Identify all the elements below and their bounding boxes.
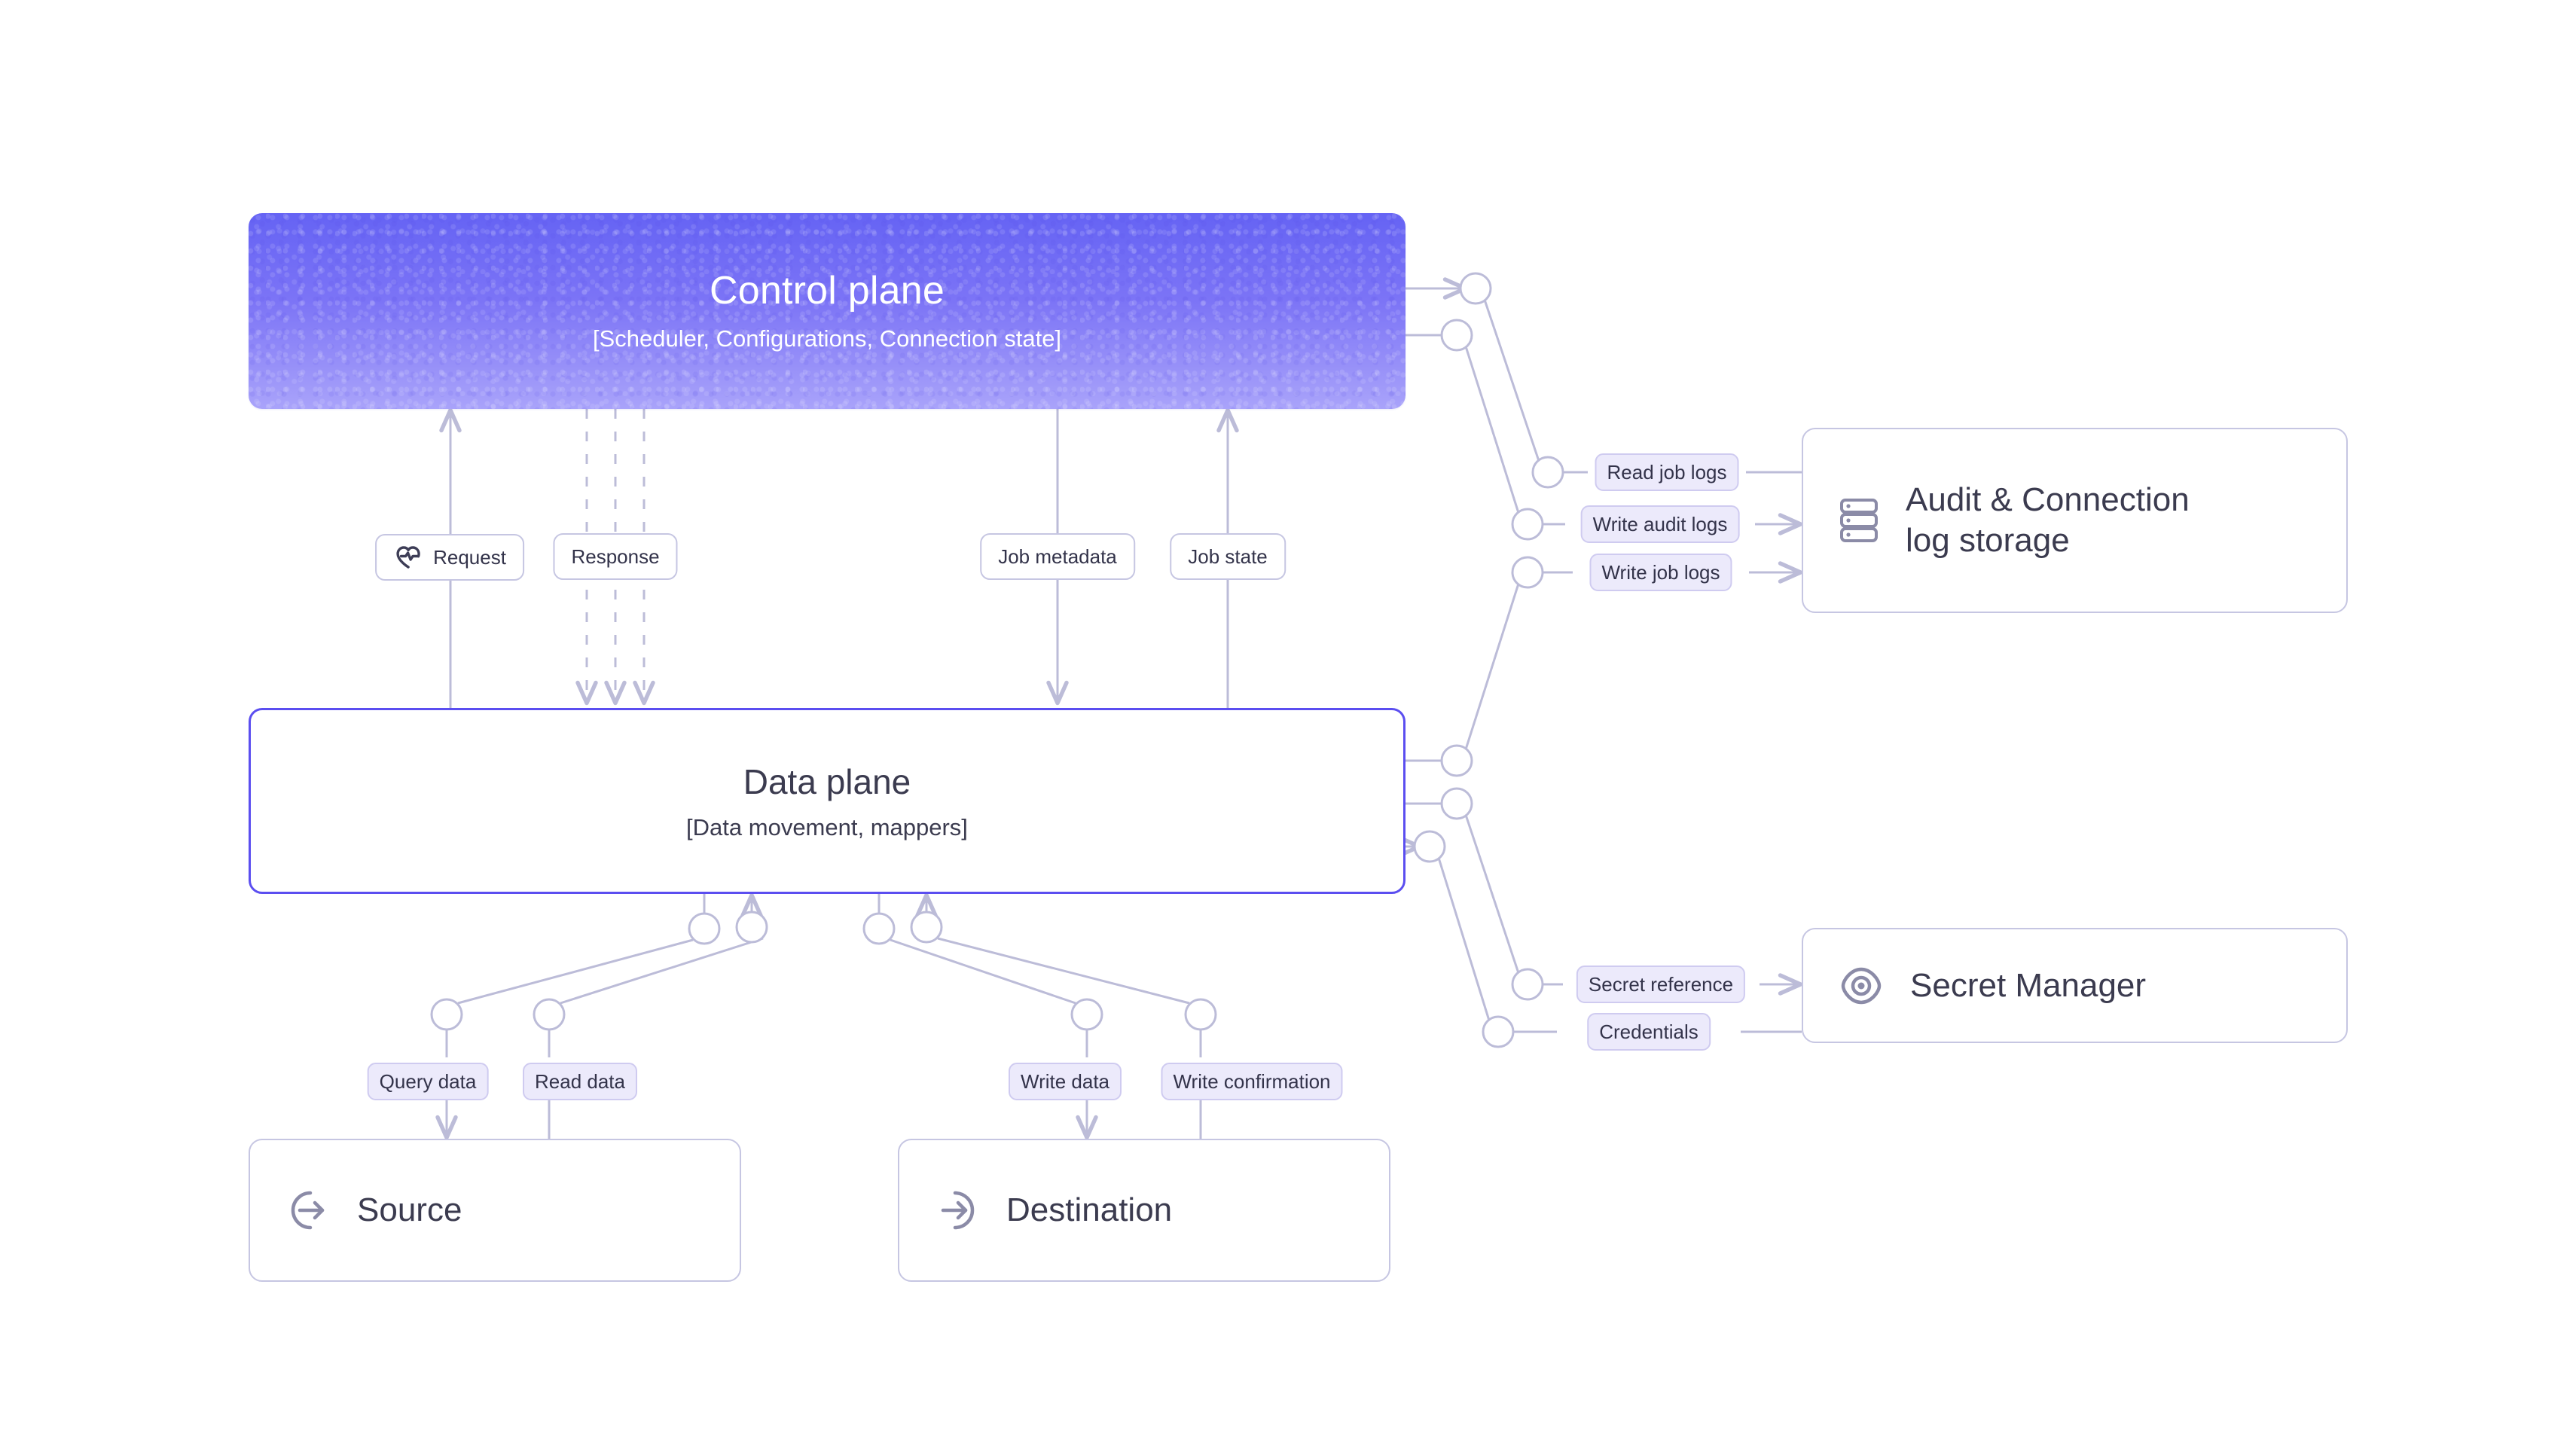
database-server-icon (1840, 499, 1878, 542)
label-request-text: Request (433, 545, 506, 569)
label-read-data-text: Read data (535, 1069, 625, 1093)
label-write-confirmation[interactable]: Write confirmation (1161, 1063, 1343, 1100)
label-write-audit-logs[interactable]: Write audit logs (1580, 505, 1740, 543)
wire-dot (1413, 830, 1446, 863)
source-node[interactable]: Source (249, 1139, 741, 1282)
audit-log-storage-node[interactable]: Audit & Connection log storage (1802, 428, 2348, 613)
data-plane-node[interactable]: Data plane [Data movement, mappers] (249, 708, 1406, 894)
wire-dot (1184, 998, 1217, 1031)
wire-write-audit-b (1464, 346, 1520, 514)
wire-dot (1440, 787, 1473, 820)
wire-dot (1511, 968, 1544, 1001)
data-plane-title: Data plane (743, 761, 911, 801)
arrow-out-circle-icon (291, 1191, 325, 1230)
label-response-text: Response (571, 545, 660, 568)
wire-dot (430, 998, 463, 1031)
wire-dot (1511, 508, 1544, 541)
label-credentials-text: Credentials (1599, 1020, 1699, 1043)
wire-write-job-logs-b (1464, 583, 1520, 750)
wire-credentials-b (1437, 857, 1491, 1021)
wire-read-job-logs-b (1483, 299, 1540, 462)
wire-dot (1440, 744, 1473, 777)
wire-query-data-b (457, 938, 694, 1005)
audit-log-storage-label-line2: log storage (1906, 522, 2070, 559)
label-job-state-text: Job state (1188, 545, 1268, 568)
data-plane-subtitle: [Data movement, mappers] (686, 813, 968, 840)
label-write-job-logs[interactable]: Write job logs (1589, 554, 1732, 591)
label-secret-reference-text: Secret reference (1588, 972, 1734, 996)
wire-dot (688, 912, 721, 945)
secret-manager-label: Secret Manager (1910, 966, 2147, 1004)
secret-manager-node[interactable]: Secret Manager (1802, 928, 2348, 1043)
label-response[interactable]: Response (553, 533, 678, 580)
label-write-data[interactable]: Write data (1008, 1063, 1122, 1100)
label-write-confirmation-text: Write confirmation (1173, 1069, 1331, 1093)
wire-write-confirm-b (937, 937, 1190, 1005)
label-query-data-text: Query data (379, 1069, 477, 1093)
audit-log-storage-label-line1: Audit & Connection (1906, 481, 2190, 519)
destination-node[interactable]: Destination (898, 1139, 1390, 1282)
label-read-data[interactable]: Read data (523, 1063, 637, 1100)
wire-dot (1070, 998, 1103, 1031)
destination-label: Destination (1006, 1191, 1173, 1229)
arrow-in-circle-icon (941, 1191, 975, 1230)
wire-dot (1482, 1015, 1515, 1048)
wire-dot (533, 998, 566, 1031)
wire-dot (1511, 556, 1544, 589)
wire-write-data-b (890, 938, 1076, 1005)
eye-key-icon (1841, 967, 1882, 1004)
label-read-job-logs-text: Read job logs (1607, 460, 1727, 484)
label-query-data[interactable]: Query data (367, 1063, 489, 1100)
control-plane-node[interactable]: Control plane [Scheduler, Configurations… (249, 213, 1406, 409)
source-label: Source (357, 1191, 462, 1229)
label-write-job-logs-text: Write job logs (1601, 560, 1720, 584)
label-secret-reference[interactable]: Secret reference (1576, 966, 1746, 1003)
wire-dot (1440, 319, 1473, 352)
control-plane-title: Control plane (710, 269, 945, 313)
label-job-state[interactable]: Job state (1170, 533, 1286, 580)
label-job-metadata[interactable]: Job metadata (980, 533, 1135, 580)
label-write-data-text: Write data (1020, 1069, 1110, 1093)
label-write-audit-logs-text: Write audit logs (1592, 512, 1728, 535)
control-plane-subtitle: [Scheduler, Configurations, Connection s… (592, 325, 1062, 352)
label-credentials[interactable]: Credentials (1587, 1013, 1711, 1051)
audit-log-storage-label: Audit & Connection log storage (1906, 480, 2190, 560)
label-job-metadata-text: Job metadata (998, 545, 1117, 568)
wire-dot (910, 911, 943, 944)
wire-dot (862, 912, 896, 945)
wire-dot (735, 911, 768, 944)
label-read-job-logs[interactable]: Read job logs (1595, 453, 1739, 491)
label-request[interactable]: Request (375, 534, 524, 581)
wire-dot (1459, 272, 1492, 305)
wire-dot (1531, 456, 1564, 489)
wire-read-data-b (560, 937, 764, 1005)
heart-pulse-icon (396, 546, 420, 569)
wire-secret-ref-b (1464, 814, 1520, 974)
